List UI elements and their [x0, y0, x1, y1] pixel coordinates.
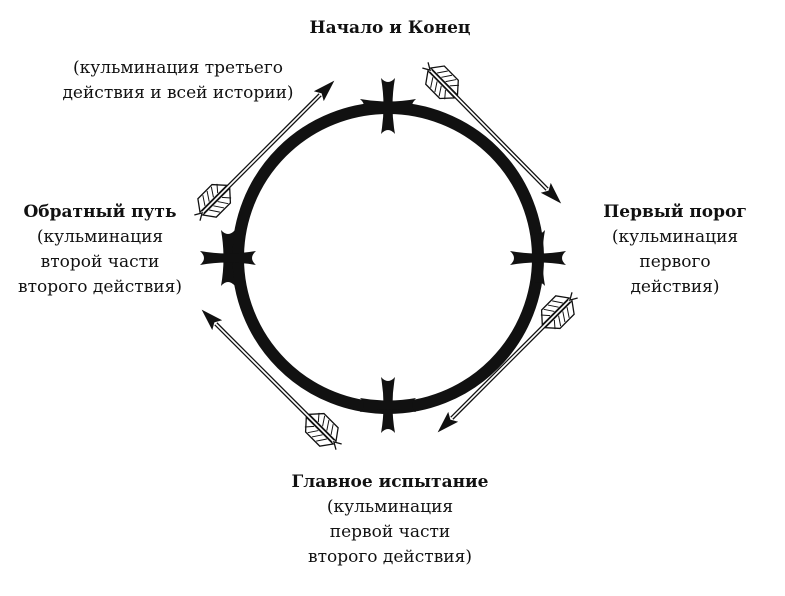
cycle-circle: [232, 102, 544, 414]
stage-note-top-line1: (кульминация третьего: [73, 58, 283, 78]
stage-title-left: Обратный путь: [23, 202, 177, 222]
stage-label-bottom: Главное испытание (кульминация первой ча…: [280, 470, 500, 570]
feathered-arrow-top-right: [415, 55, 572, 214]
stage-title-right: Первый порог: [603, 202, 747, 222]
stage-note-top: (кульминация третьего действия и всей ис…: [58, 56, 298, 106]
stage-title-top: Начало и Конец: [309, 18, 471, 38]
stage-label-top: Начало и Конец: [280, 16, 500, 41]
stage-title-bottom: Главное испытание: [291, 472, 489, 492]
stage-note-left-line1: (кульминация: [36, 227, 164, 247]
stage-note-right-line1: (кульминация: [611, 227, 739, 247]
stage-note-top-line2: действия и всей истории): [62, 83, 294, 103]
cross-marker-top: [360, 78, 416, 134]
stage-note-left-line3: второго действия): [18, 277, 182, 297]
feathered-arrow-bottom-left: [191, 299, 349, 457]
stage-note-left-line2: второй части: [40, 252, 160, 272]
feathered-arrow-bottom-right: [427, 285, 585, 443]
cross-marker-bottom: [360, 377, 416, 433]
stage-note-bottom-line1: (кульминация: [326, 497, 454, 517]
stage-note-right-line3: действия): [630, 277, 720, 297]
stage-note-right-line2: первого: [639, 252, 711, 272]
stage-note-bottom-line2: первой части: [329, 522, 451, 542]
stage-note-bottom-line3: второго действия): [308, 547, 472, 567]
stage-label-right: Первый порог (кульминация первого действ…: [590, 200, 760, 300]
cross-marker-left: [200, 230, 256, 286]
cross-marker-right: [510, 230, 566, 286]
stage-label-left: Обратный путь (кульминация второй части …: [0, 200, 200, 300]
